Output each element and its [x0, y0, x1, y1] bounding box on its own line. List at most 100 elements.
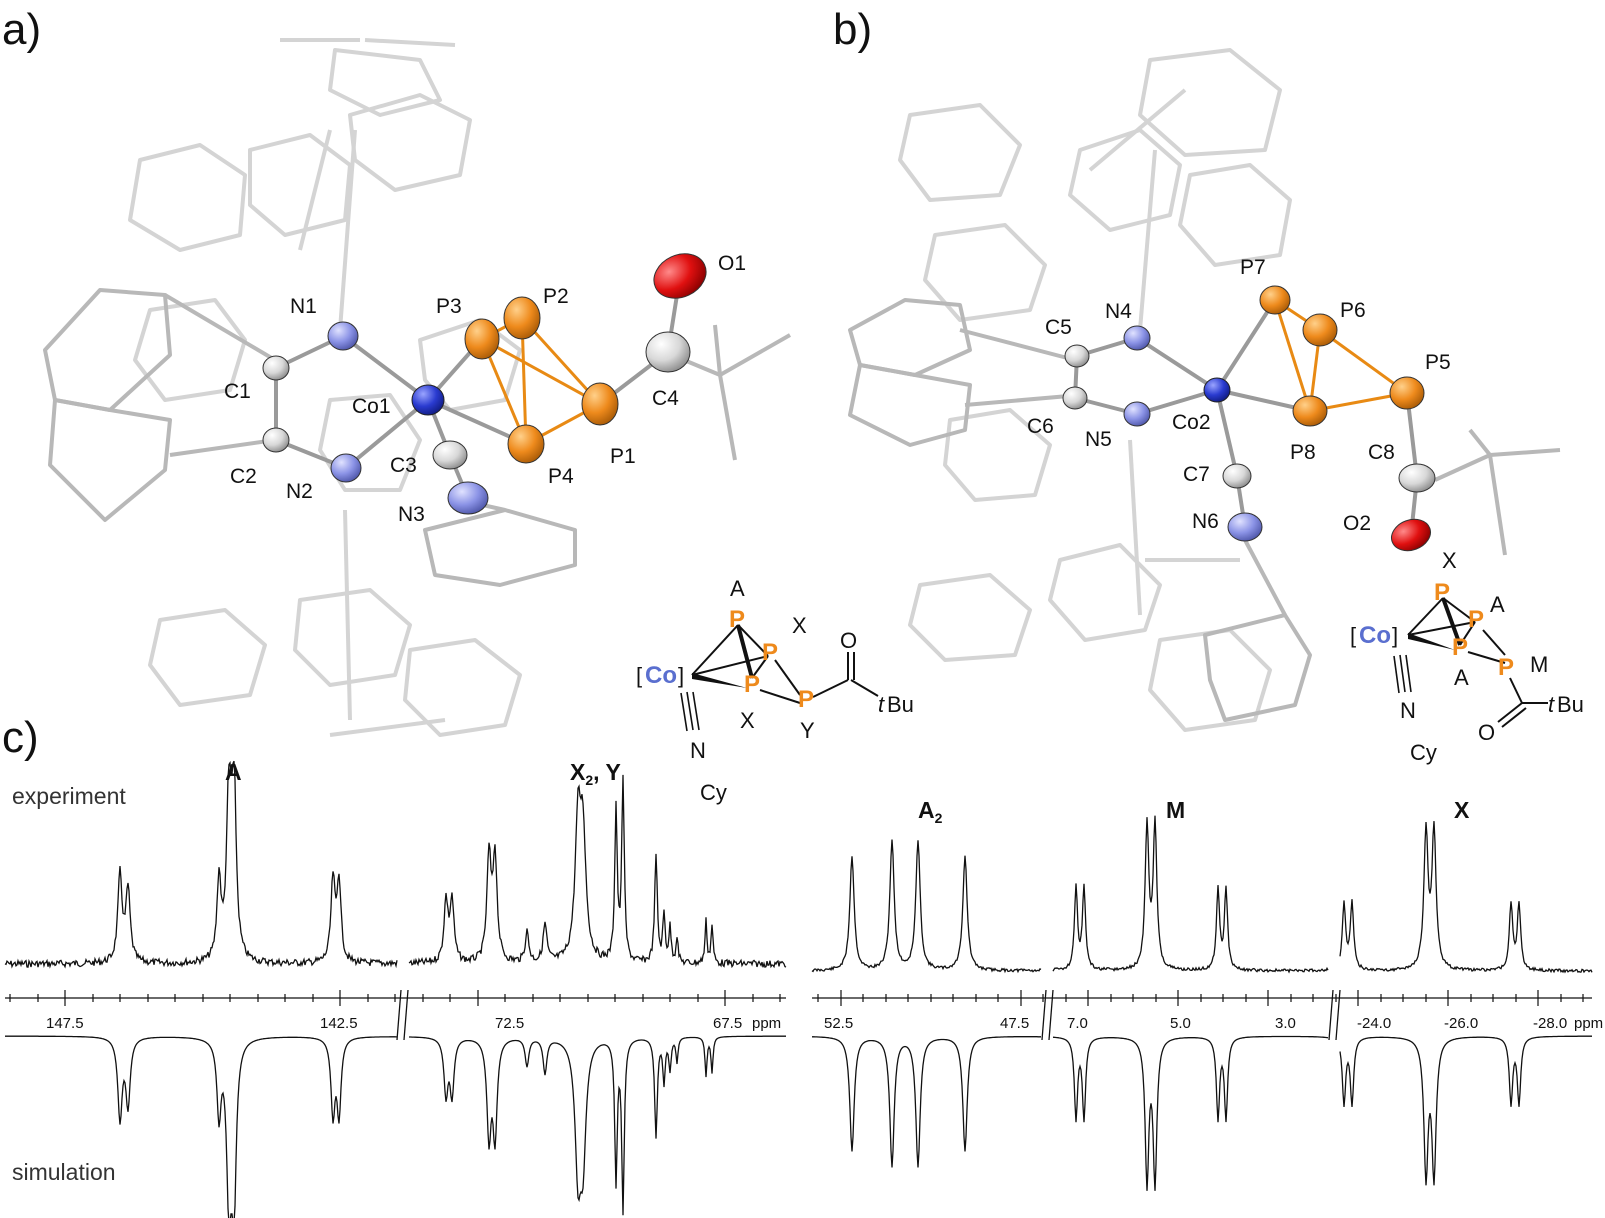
atom-p5	[1389, 376, 1425, 410]
atom-p4	[507, 424, 545, 464]
atom-label: N2	[286, 480, 313, 503]
atom-label: C8	[1368, 441, 1395, 464]
tick-label: -26.0	[1444, 1015, 1478, 1032]
atom-n4	[1123, 325, 1151, 351]
atom-n3	[447, 481, 489, 515]
simulation-label: simulation	[12, 1159, 116, 1185]
atom-o2	[1391, 518, 1431, 552]
tick-label: 47.5	[1000, 1015, 1029, 1032]
scheme-atom-p: P	[744, 671, 760, 698]
atom-label: C1	[224, 380, 251, 403]
scheme-cyclohexyl: Cy	[1410, 740, 1437, 765]
atom-p2	[503, 296, 541, 340]
tick-label: 3.0	[1275, 1015, 1296, 1032]
atom-label: C3	[390, 454, 417, 477]
scheme-label-x: X	[1442, 548, 1457, 573]
x2y-main: X	[570, 759, 586, 785]
atom-label: P7	[1240, 256, 1266, 279]
ligand-wireframe-a	[43, 38, 791, 737]
atom-label: P2	[543, 285, 569, 308]
atom-c6	[1062, 386, 1088, 410]
scheme-co-left: [	[1350, 623, 1356, 648]
tick-label: 67.5	[713, 1015, 742, 1032]
scheme-co: Co	[645, 662, 677, 689]
atom-c7	[1222, 463, 1252, 489]
scheme-tbu-rest: Bu	[1557, 692, 1584, 717]
atom-c8	[1398, 463, 1436, 493]
atom-p3	[464, 318, 500, 360]
axis-right: 52.5 47.5 7.0 5.0 3.0 -24.0 -26.0 -28.0 …	[812, 989, 1603, 1041]
atom-label: Co1	[352, 395, 391, 418]
scheme-atom-p: P	[729, 606, 745, 633]
atom-c5	[1064, 344, 1090, 368]
atoms-a	[262, 253, 707, 515]
signal-label-x: X	[1454, 797, 1470, 823]
atom-n1	[327, 321, 359, 351]
atom-label: N1	[290, 295, 317, 318]
scheme-oxygen: O	[840, 628, 857, 653]
scheme-tbu: t	[878, 692, 885, 717]
atom-label: P8	[1290, 441, 1316, 464]
ligand-wireframe-b	[848, 48, 1561, 732]
x2y-rest: , Y	[593, 759, 621, 785]
atom-label: N3	[398, 503, 425, 526]
atom-label: C6	[1027, 415, 1054, 438]
tick-label: -28.0	[1533, 1015, 1567, 1032]
tick-label: 72.5	[495, 1015, 524, 1032]
atom-c4	[645, 331, 691, 373]
atom-labels-b: C5 N4 C6 N5 Co2 P7 P6 P5 P8 C8 C7 N6 O2	[1027, 256, 1451, 535]
atom-label: P6	[1340, 299, 1366, 322]
bonding-scheme-b: X P P P P A A M [ Co ] O t Bu N Cy	[1350, 548, 1584, 765]
atom-label: N6	[1192, 510, 1219, 533]
scheme-label-x: X	[740, 708, 755, 733]
ticks-left	[9, 990, 781, 1006]
panel-label-c: c)	[2, 713, 39, 762]
scheme-label-y: Y	[800, 718, 815, 743]
atom-label: P1	[610, 445, 636, 468]
tick-label: 147.5	[46, 1015, 84, 1032]
atom-c3	[432, 440, 468, 470]
simulation-trace-left	[5, 1035, 786, 1218]
atom-label: C2	[230, 465, 257, 488]
atoms-b	[1062, 285, 1436, 552]
panel-label-a: a)	[2, 5, 41, 54]
atom-p7	[1259, 285, 1291, 315]
scheme-atom-p: P	[798, 686, 814, 713]
tick-label: 5.0	[1170, 1015, 1191, 1032]
crystal-structure-b: C5 N4 C6 N5 Co2 P7 P6 P5 P8 C8 C7 N6 O2	[848, 48, 1561, 732]
experiment-trace-left	[4, 760, 787, 969]
scheme-label-m: M	[1530, 652, 1548, 677]
x2y-sub: 2	[585, 772, 593, 788]
atom-label: N5	[1085, 428, 1112, 451]
atom-label: O2	[1343, 512, 1371, 535]
experiment-label: experiment	[12, 783, 126, 809]
atom-n2	[330, 453, 362, 483]
atom-n6	[1227, 512, 1263, 542]
panel-label-b: b)	[833, 5, 872, 54]
signal-label-m: M	[1166, 797, 1185, 823]
atom-label: C4	[652, 387, 679, 410]
scheme-co-left: [	[636, 663, 642, 688]
scheme-tbu-rest: Bu	[887, 692, 914, 717]
signal-label-x2y: X2, Y	[570, 759, 621, 788]
atom-label: N4	[1105, 300, 1132, 323]
axis-unit: ppm	[1574, 1015, 1603, 1032]
a2-main: A	[918, 797, 935, 823]
ticks-right	[817, 990, 1584, 1006]
atom-label: C7	[1183, 463, 1210, 486]
atom-p1	[581, 382, 619, 426]
atom-labels-a: N1 C1 C2 N2 Co1 P3 P2 O1 C4 P1 P4 C3 N3	[224, 252, 746, 526]
experiment-trace-right	[811, 815, 1593, 974]
tick-label: -24.0	[1357, 1015, 1391, 1032]
atom-n5	[1123, 401, 1151, 427]
atom-c1	[262, 355, 290, 381]
scheme-nitrogen: N	[690, 738, 706, 763]
scheme-atom-p: P	[1468, 606, 1484, 633]
atom-label: Co2	[1172, 411, 1211, 434]
atom-label: O1	[718, 252, 746, 275]
atom-o1	[653, 253, 707, 299]
bonding-scheme-a: A P P P P X X Y [ Co ] O t Bu N Cy	[636, 576, 914, 805]
crystal-structure-a: N1 C1 C2 N2 Co1 P3 P2 O1 C4 P1 P4 C3 N3	[43, 38, 791, 737]
scheme-atom-p: P	[1498, 654, 1514, 681]
scheme-atom-p: P	[1434, 579, 1450, 606]
